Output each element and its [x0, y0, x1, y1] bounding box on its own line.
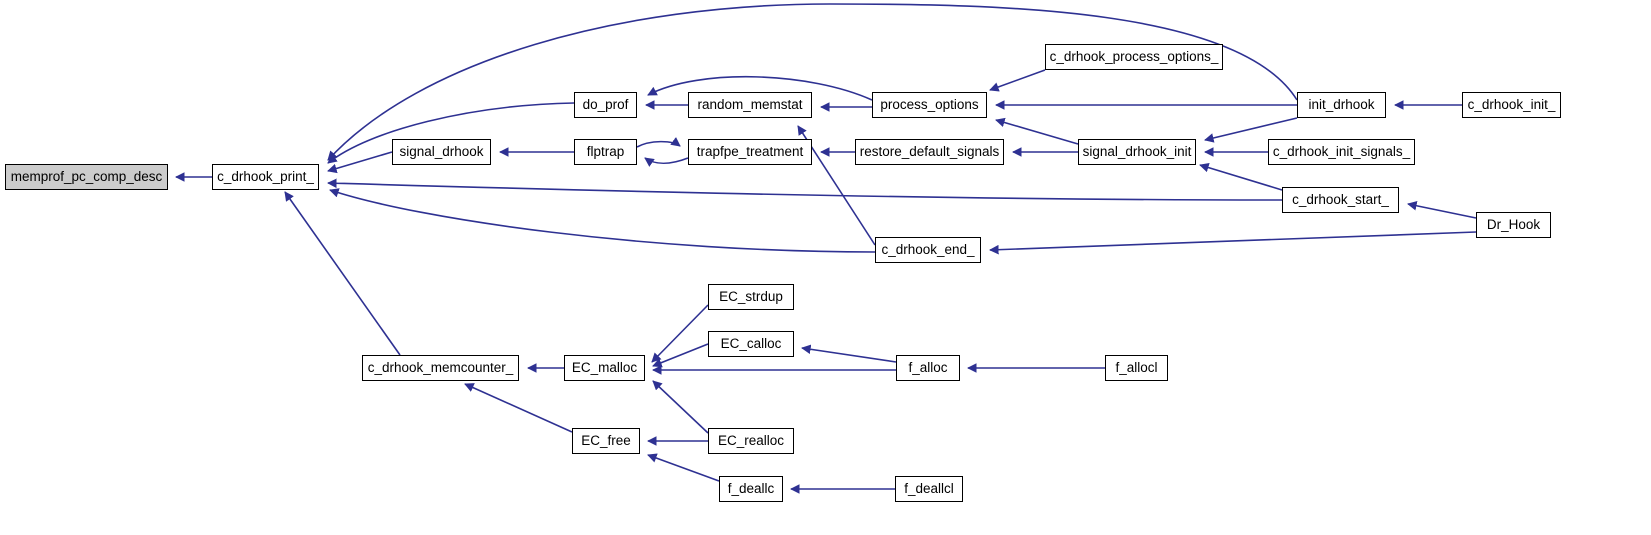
node-label: do_prof	[582, 97, 629, 113]
node-do_prof[interactable]: do_prof	[574, 92, 637, 118]
node-c_drhook_start_[interactable]: c_drhook_start_	[1282, 187, 1399, 213]
call-edge	[327, 178, 1283, 201]
call-edge	[464, 383, 573, 433]
node-restore_default_signals[interactable]: restore_default_signals	[855, 139, 1004, 165]
node-label: signal_drhook	[399, 144, 484, 160]
call-edge	[652, 380, 709, 434]
call-edge	[989, 231, 1477, 255]
node-label: Dr_Hook	[1486, 217, 1541, 233]
node-label: memprof_pc_comp_desc	[10, 169, 163, 185]
node-label: EC_calloc	[720, 336, 782, 352]
node-f_deallc[interactable]: f_deallc	[719, 476, 783, 502]
call-edge	[327, 3, 1298, 161]
node-trapfpe_treatment[interactable]: trapfpe_treatment	[688, 139, 812, 165]
call-edge	[284, 191, 401, 356]
node-label: EC_realloc	[717, 433, 785, 449]
call-edge	[644, 157, 689, 167]
node-label: flptrap	[586, 144, 625, 160]
call-edge	[1199, 162, 1283, 191]
call-edge	[995, 117, 1079, 145]
node-memprof_pc_comp_desc[interactable]: memprof_pc_comp_desc	[5, 164, 168, 190]
node-flptrap[interactable]: flptrap	[574, 139, 637, 165]
node-label: restore_default_signals	[859, 144, 1000, 160]
node-label: random_memstat	[697, 97, 803, 113]
node-EC_malloc[interactable]: EC_malloc	[564, 355, 645, 381]
node-c_drhook_memcounter_[interactable]: c_drhook_memcounter_	[362, 355, 519, 381]
call-edge	[327, 102, 575, 164]
call-edge	[801, 344, 897, 363]
node-signal_drhook_init[interactable]: signal_drhook_init	[1078, 139, 1196, 165]
node-c_drhook_print_[interactable]: c_drhook_print_	[212, 164, 319, 190]
node-c_drhook_init_[interactable]: c_drhook_init_	[1462, 92, 1561, 118]
node-label: f_deallc	[727, 481, 775, 497]
node-c_drhook_process_options_[interactable]: c_drhook_process_options_	[1045, 44, 1223, 70]
call-edge	[651, 304, 709, 363]
node-label: f_alloc	[908, 360, 948, 376]
node-label: c_drhook_init_signals_	[1272, 144, 1411, 160]
node-signal_drhook[interactable]: signal_drhook	[392, 139, 491, 165]
call-edge	[652, 343, 709, 368]
node-f_alloc[interactable]: f_alloc	[896, 355, 960, 381]
call-edge	[327, 151, 393, 174]
node-label: EC_strdup	[719, 289, 783, 305]
node-EC_realloc[interactable]: EC_realloc	[708, 428, 794, 454]
node-EC_strdup[interactable]: EC_strdup	[708, 284, 794, 310]
call-edge	[989, 69, 1046, 92]
node-f_allocl[interactable]: f_allocl	[1105, 355, 1168, 381]
call-edge	[647, 75, 873, 101]
node-process_options[interactable]: process_options	[872, 92, 987, 118]
node-EC_calloc[interactable]: EC_calloc	[708, 331, 794, 357]
node-label: process_options	[880, 97, 979, 113]
node-init_drhook[interactable]: init_drhook	[1297, 92, 1386, 118]
node-label: c_drhook_print_	[217, 169, 314, 185]
call-edge	[329, 188, 876, 253]
node-Dr_Hook[interactable]: Dr_Hook	[1476, 212, 1551, 238]
node-label: EC_free	[581, 433, 631, 449]
node-label: f_deallcl	[904, 481, 954, 497]
call-edge	[1204, 117, 1298, 143]
node-label: trapfpe_treatment	[696, 144, 804, 160]
node-c_drhook_end_[interactable]: c_drhook_end_	[875, 237, 981, 263]
node-label: f_allocl	[1115, 360, 1158, 376]
node-label: c_drhook_process_options_	[1049, 49, 1219, 65]
node-random_memstat[interactable]: random_memstat	[688, 92, 812, 118]
node-c_drhook_init_signals_[interactable]: c_drhook_init_signals_	[1268, 139, 1415, 165]
call-edge	[636, 136, 681, 148]
node-label: signal_drhook_init	[1082, 144, 1192, 160]
node-label: c_drhook_end_	[881, 242, 975, 258]
call-edge	[1407, 201, 1477, 219]
node-label: init_drhook	[1308, 97, 1375, 113]
node-EC_free[interactable]: EC_free	[572, 428, 640, 454]
call-edge	[647, 453, 720, 482]
node-label: c_drhook_init_	[1467, 97, 1556, 113]
node-f_deallcl[interactable]: f_deallcl	[895, 476, 963, 502]
node-label: EC_malloc	[571, 360, 638, 376]
node-label: c_drhook_memcounter_	[367, 360, 514, 376]
node-label: c_drhook_start_	[1292, 192, 1389, 208]
